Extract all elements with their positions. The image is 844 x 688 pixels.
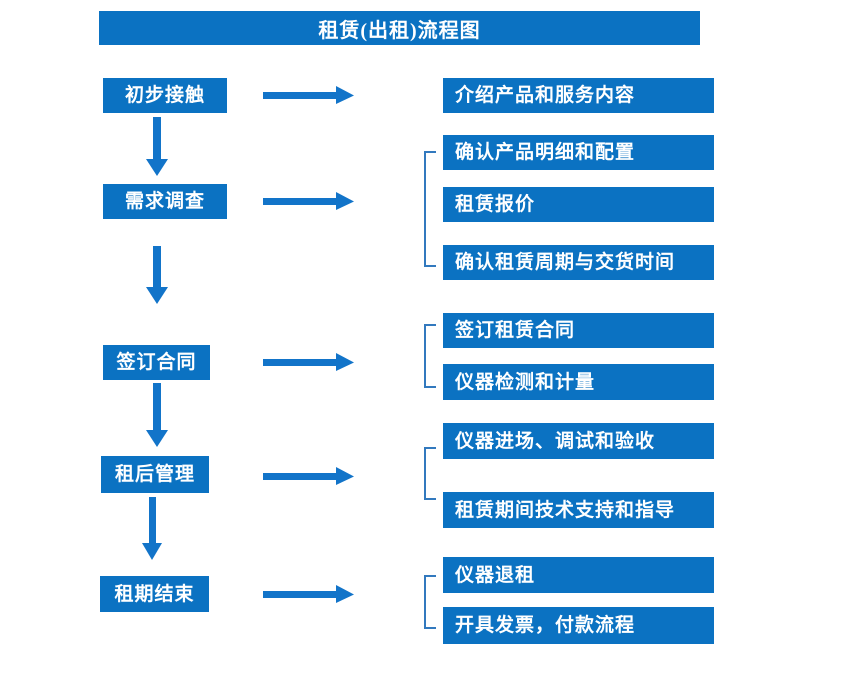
down-arrow-icon — [146, 383, 168, 447]
group-bracket — [424, 324, 436, 388]
right-arrow-icon — [263, 86, 354, 104]
detail-box-invoice-payment: 开具发票，付款流程 — [443, 607, 714, 644]
group-bracket — [424, 447, 436, 500]
group-bracket — [424, 575, 436, 629]
step-box-demand-survey: 需求调查 — [103, 184, 227, 219]
right-arrow-icon — [263, 467, 354, 485]
down-arrow-icon — [141, 497, 163, 560]
group-bracket — [424, 151, 436, 267]
step-box-sign-contract: 签订合同 — [103, 345, 210, 380]
detail-box-rental-quote: 租赁报价 — [443, 187, 714, 222]
right-arrow-icon — [263, 353, 354, 371]
right-arrow-icon — [263, 585, 354, 603]
detail-box-instrument-testing: 仪器检测和计量 — [443, 364, 714, 400]
down-arrow-icon — [146, 246, 168, 304]
title-bar: 租赁(出租)流程图 — [99, 11, 700, 45]
step-box-post-rental-management: 租后管理 — [101, 456, 209, 493]
detail-box-technical-support: 租赁期间技术支持和指导 — [443, 492, 714, 528]
step-box-rental-end: 租期结束 — [100, 576, 209, 612]
down-arrow-icon — [146, 117, 168, 176]
detail-box-sign-rental-contract: 签订租赁合同 — [443, 313, 714, 348]
detail-box-instrument-return: 仪器退租 — [443, 557, 714, 593]
detail-box-instrument-setup-acceptance: 仪器进场、调试和验收 — [443, 423, 714, 459]
detail-box-confirm-product-details: 确认产品明细和配置 — [443, 135, 714, 170]
right-arrow-icon — [263, 192, 354, 210]
step-box-initial-contact: 初步接触 — [103, 78, 227, 113]
page-title: 租赁(出租)流程图 — [318, 19, 481, 42]
detail-box-introduce-products: 介绍产品和服务内容 — [443, 78, 714, 113]
detail-box-confirm-period-delivery: 确认租赁周期与交货时间 — [443, 245, 714, 280]
